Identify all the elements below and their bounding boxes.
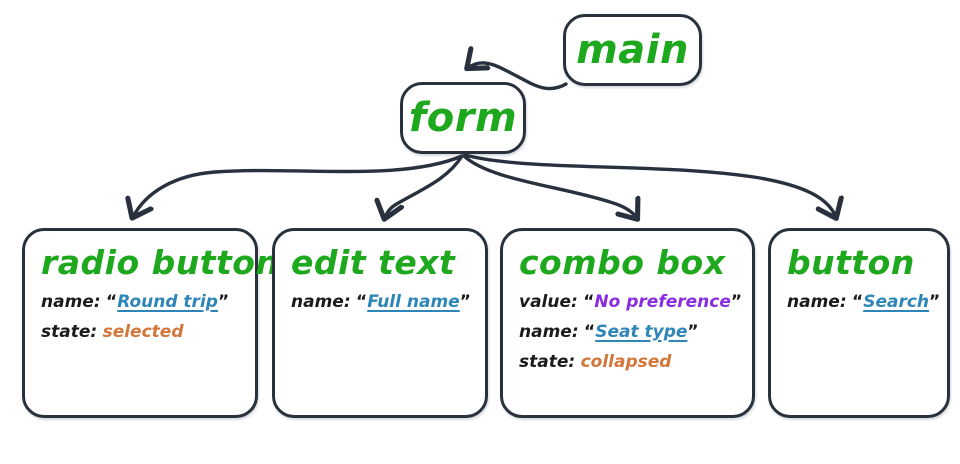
node-combo-box[interactable]: combo box value: “No preference” name: “… <box>500 228 755 418</box>
attribute-key: state: <box>41 322 98 342</box>
node-edit-text[interactable]: edit text name: “Full name” <box>272 228 488 418</box>
attribute-list: name: “Round trip” state: selected <box>41 287 241 347</box>
open-quote: “ <box>106 292 118 312</box>
close-quote: ” <box>459 292 471 312</box>
close-quote: ” <box>730 292 743 312</box>
node-button[interactable]: button name: “Search” <box>768 228 950 418</box>
attribute-row: name: “Seat type” <box>519 317 738 347</box>
attribute-key: value: <box>519 292 578 312</box>
attribute-list: name: “Full name” <box>291 287 471 317</box>
edge-form-to-button <box>463 153 836 217</box>
attribute-row: state: selected <box>41 317 241 347</box>
attribute-value: Full name <box>367 292 460 312</box>
close-quote: ” <box>687 322 699 342</box>
open-quote: “ <box>583 292 595 312</box>
attribute-list: value: “No preference” name: “Seat type”… <box>519 287 742 377</box>
attribute-value: Seat type <box>595 322 688 342</box>
node-form-title: form <box>408 95 518 141</box>
attribute-value: No preference <box>594 292 731 312</box>
edge-form-to-edit-text <box>385 154 464 218</box>
attribute-value: selected <box>102 322 184 342</box>
edge-form-to-radio-button <box>133 154 464 217</box>
attribute-value: Search <box>863 292 930 312</box>
attribute-key: name: <box>41 292 101 312</box>
node-combo-box-title: combo box <box>519 243 726 282</box>
node-radio-button-title: radio button <box>41 243 280 282</box>
attribute-list: name: “Search” <box>787 287 940 317</box>
close-quote: ” <box>217 292 230 312</box>
attribute-key: name: <box>519 322 579 342</box>
node-button-title: button <box>787 243 915 282</box>
open-quote: “ <box>356 292 368 312</box>
attribute-row: name: “Round trip” <box>41 287 241 317</box>
attribute-row: name: “Full name” <box>291 287 471 317</box>
attribute-key: state: <box>519 352 576 372</box>
attribute-key: name: <box>291 292 351 312</box>
node-main-title: main <box>576 27 689 73</box>
node-edit-text-title: edit text <box>291 243 456 282</box>
attribute-value: collapsed <box>580 352 672 372</box>
node-form[interactable]: form <box>400 82 526 154</box>
open-quote: “ <box>584 322 596 342</box>
open-quote: “ <box>852 292 864 312</box>
node-radio-button[interactable]: radio button name: “Round trip” state: s… <box>22 228 280 418</box>
attribute-value: Round trip <box>117 292 218 312</box>
edge-form-to-combo-box <box>462 154 637 218</box>
attribute-row: name: “Search” <box>787 287 940 317</box>
attribute-key: name: <box>787 292 847 312</box>
attribute-row: state: collapsed <box>519 347 738 377</box>
close-quote: ” <box>929 292 941 312</box>
attribute-row: value: “No preference” <box>519 287 742 317</box>
node-main[interactable]: main <box>563 14 702 86</box>
